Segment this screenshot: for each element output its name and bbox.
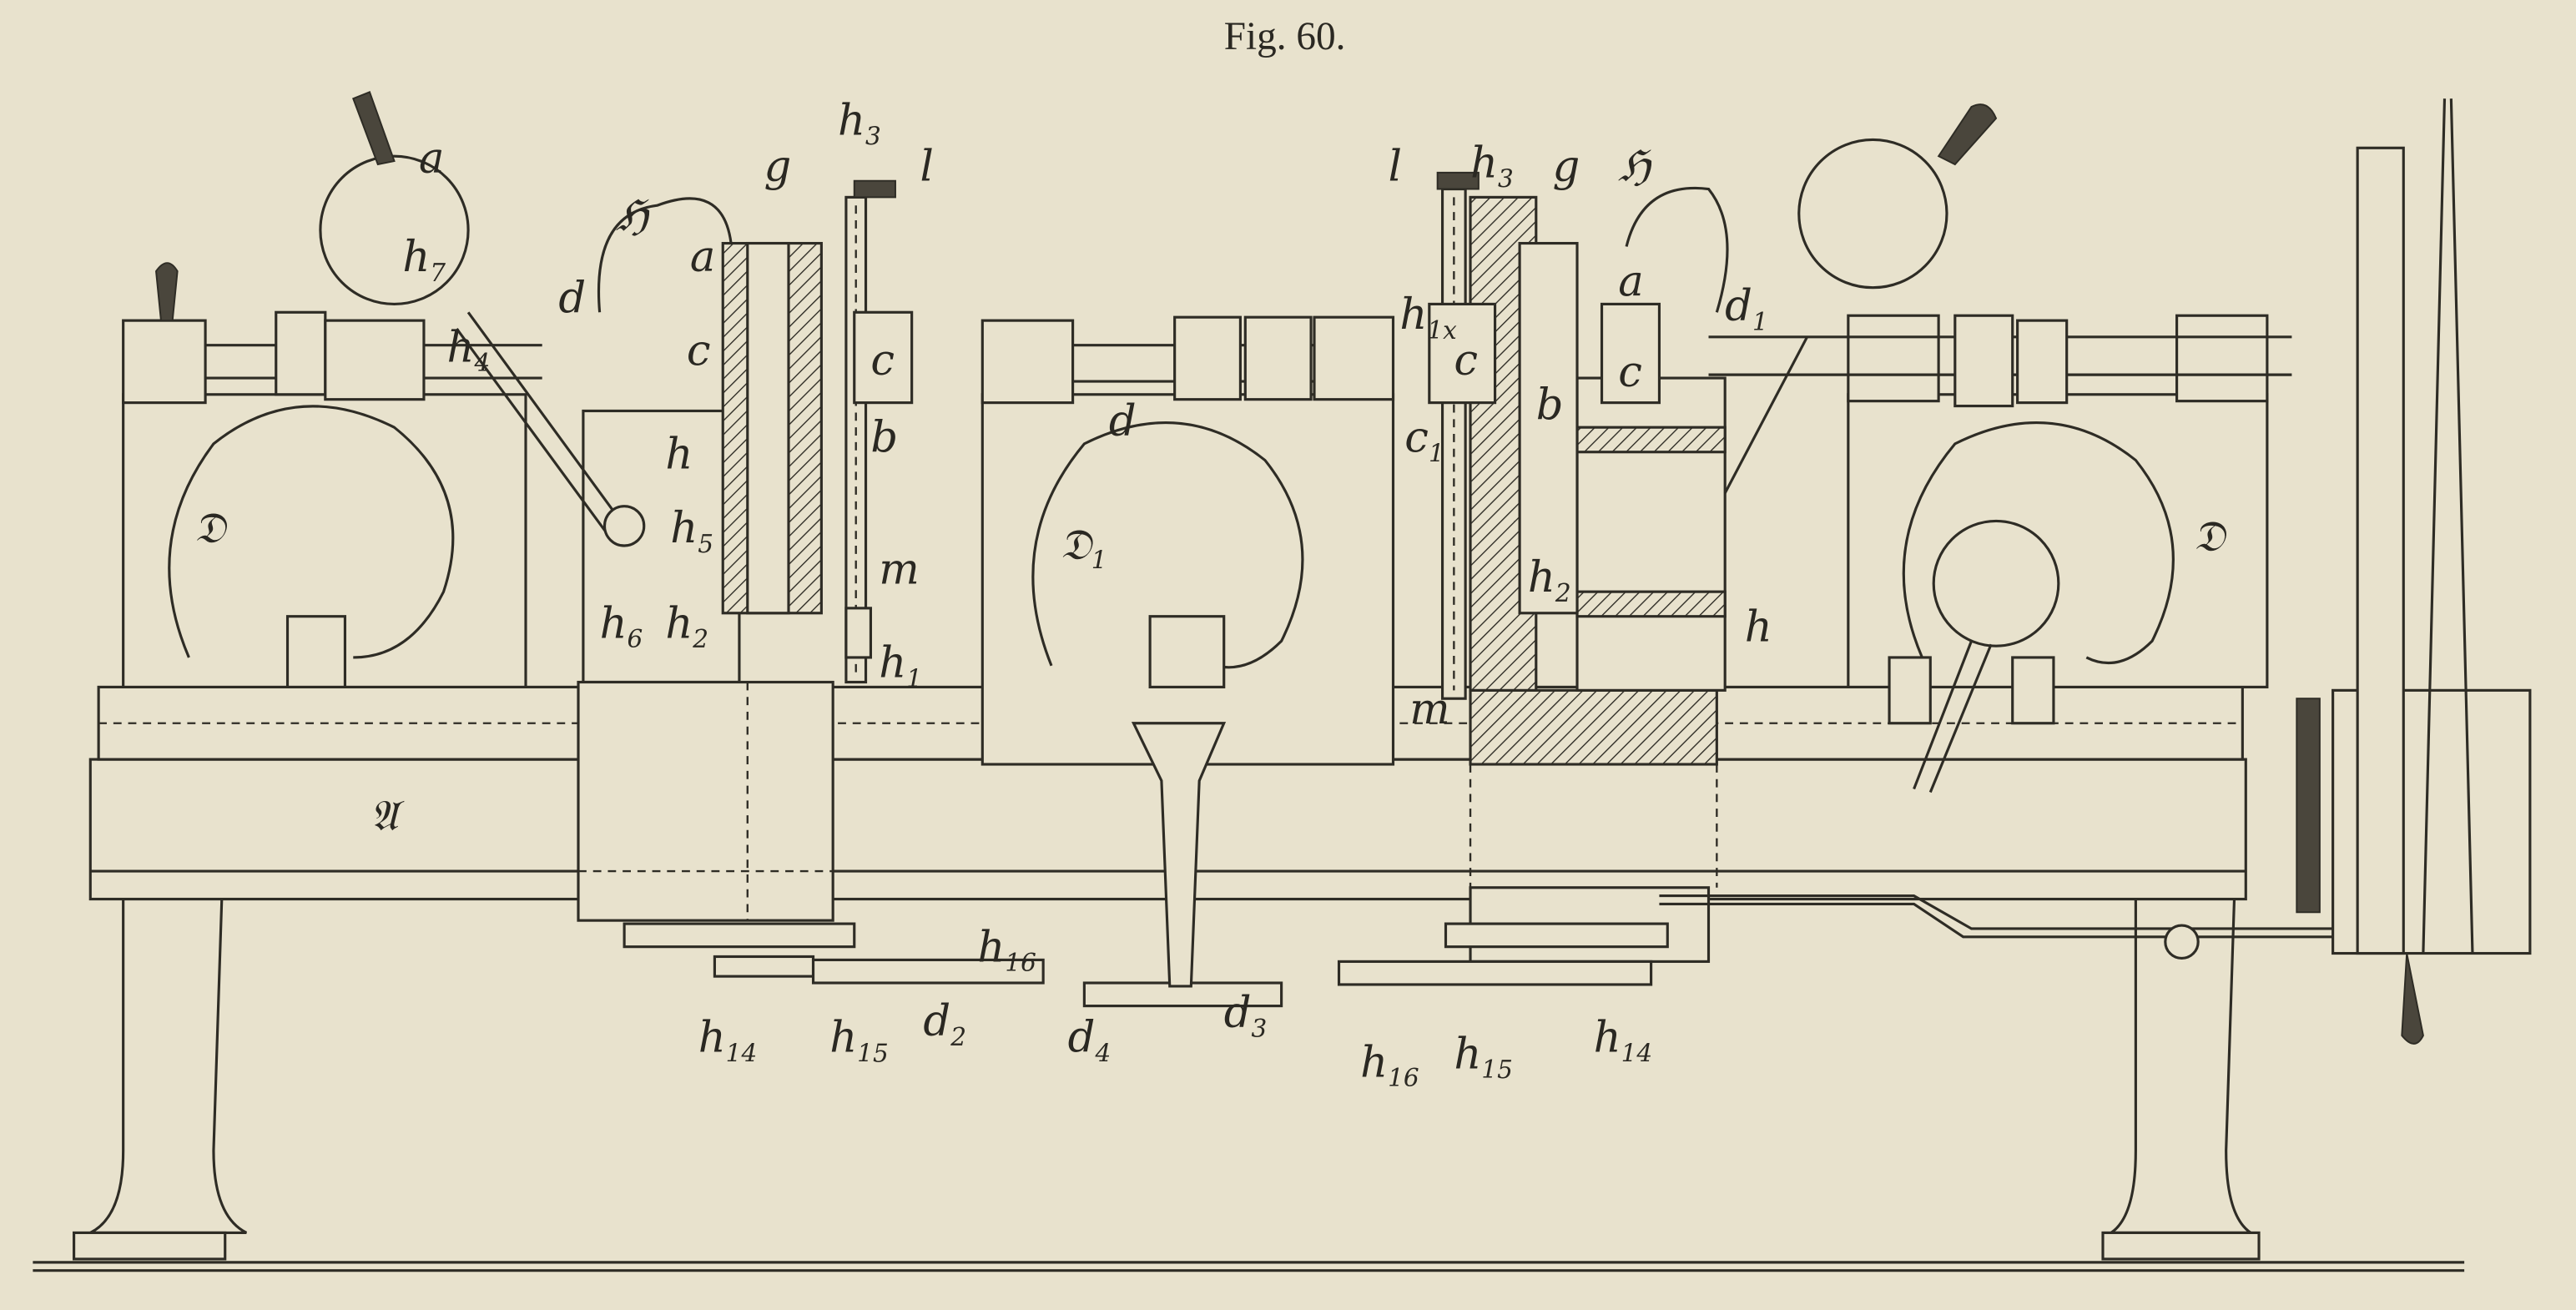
label-D-left: 𝔇: [194, 503, 228, 553]
label-D1: 𝔇1: [1060, 520, 1107, 575]
pulley-drive: [2296, 98, 2532, 1045]
label-h2-left: h2: [665, 598, 708, 653]
bed-leg-right: [2101, 897, 2261, 1261]
label-c-left-dashed: c: [687, 325, 711, 375]
left-work-unit: [456, 179, 914, 922]
label-h4: h4: [447, 322, 491, 377]
label-a-arrow: a: [419, 134, 445, 184]
label-d1: d1: [1725, 281, 1768, 336]
label-h5: h5: [670, 503, 713, 558]
label-a-right: a: [1618, 257, 1644, 307]
label-h14-right: h14: [1594, 1013, 1653, 1068]
headstock-right: [1708, 103, 2292, 794]
label-c1: c1: [1404, 413, 1444, 468]
label-g-left: g: [764, 142, 791, 192]
right-work-unit: [1428, 171, 1809, 963]
label-h1-left: h1: [879, 638, 922, 693]
label-d4: d4: [1068, 1013, 1112, 1068]
figure-title: Fig. 60.: [1224, 15, 1346, 58]
label-m-left: m: [879, 544, 920, 594]
label-h16-top: h16: [977, 922, 1036, 977]
label-h16-right: h16: [1360, 1037, 1419, 1092]
part-labels: a h7 h4 h3 l g ℌ a d c c b h h5 h6 h2 m …: [194, 96, 2227, 1093]
label-h-right: h: [1745, 602, 1772, 652]
headstock-center: [980, 315, 1395, 766]
label-b-left: b: [870, 413, 898, 463]
label-c-left: c: [870, 335, 895, 385]
label-m-right: m: [1409, 684, 1450, 734]
label-h-left: h: [665, 429, 693, 479]
label-h6: h6: [600, 598, 643, 653]
label-a-left: a: [690, 232, 716, 282]
gear-train: [623, 722, 2333, 1008]
label-h7: h7: [402, 232, 446, 287]
bed-leg-left: [73, 897, 248, 1261]
label-h3-right: h3: [1470, 139, 1514, 194]
label-l-right: l: [1389, 142, 1402, 192]
label-H-left: ℌ: [616, 191, 650, 241]
label-h14-left: h14: [698, 1013, 758, 1068]
label-l-left: l: [920, 142, 934, 192]
label-d-mid: d: [1109, 396, 1137, 446]
label-c-right1: c: [1454, 335, 1478, 385]
label-d-left: d: [558, 273, 586, 323]
headstock-left: [122, 91, 542, 688]
label-h15-left: h15: [829, 1013, 889, 1068]
label-h1x: h1x: [1399, 290, 1457, 345]
floor-line: [33, 1261, 2465, 1272]
label-d3: d3: [1224, 988, 1268, 1043]
label-H-right: ℌ: [1618, 142, 1652, 192]
label-h3-left: h3: [838, 96, 881, 151]
label-b-right: b: [1536, 380, 1564, 430]
label-h15-right: h15: [1454, 1029, 1513, 1084]
label-g-right: g: [1552, 142, 1580, 192]
label-d2: d2: [923, 996, 966, 1051]
label-h2-right: h2: [1528, 552, 1571, 607]
label-c-right2: c: [1618, 347, 1642, 397]
label-D-right: 𝔇: [2193, 511, 2227, 562]
